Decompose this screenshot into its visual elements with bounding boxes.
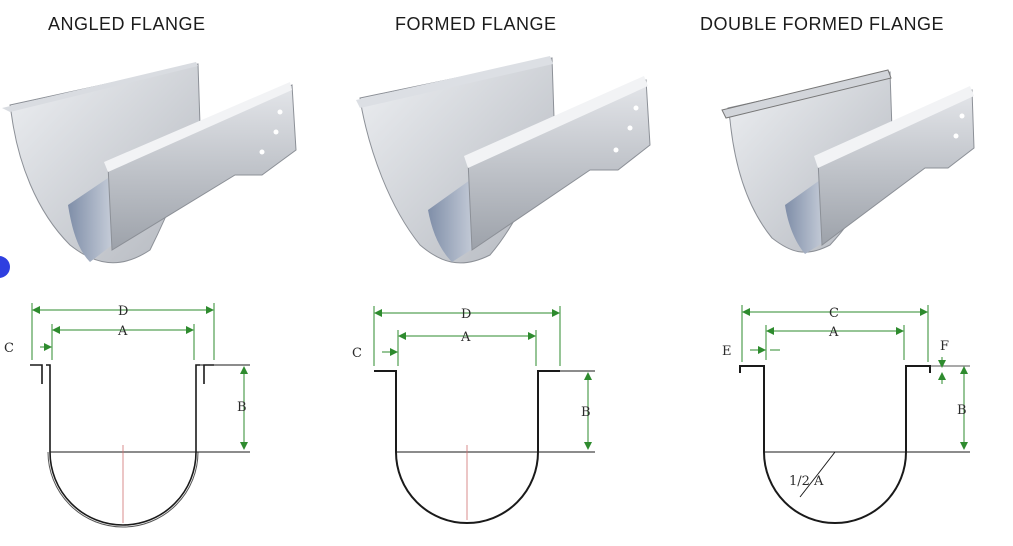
label-double-radius: 1/2 A: [789, 474, 824, 489]
gutter-3d-angled: [2, 62, 297, 264]
carousel-prev-button[interactable]: [0, 256, 10, 278]
section-formed-flange: [373, 306, 595, 524]
title-angled-flange: ANGLED FLANGE: [48, 14, 206, 34]
label-formed-d: D: [461, 307, 471, 322]
label-double-f: F: [940, 339, 949, 354]
label-angled-c: C: [4, 341, 14, 356]
label-angled-a: A: [117, 324, 128, 339]
section-double-formed-flange: [739, 305, 970, 524]
label-formed-b: B: [581, 405, 591, 420]
label-formed-c: C: [352, 346, 362, 361]
gutter-3d-formed: [356, 56, 651, 264]
label-angled-b: B: [237, 400, 247, 415]
section-angled-flange: [30, 303, 250, 528]
title-double-formed-flange: DOUBLE FORMED FLANGE: [700, 14, 945, 34]
label-angled-d: D: [118, 304, 128, 319]
label-double-b: B: [957, 403, 967, 418]
title-formed-flange: FORMED FLANGE: [395, 14, 557, 34]
gutter-3d-double-formed: [721, 69, 975, 254]
label-double-c: C: [829, 306, 839, 321]
label-double-e: E: [722, 344, 732, 359]
label-formed-a: A: [460, 330, 471, 345]
label-double-a: A: [828, 325, 839, 340]
